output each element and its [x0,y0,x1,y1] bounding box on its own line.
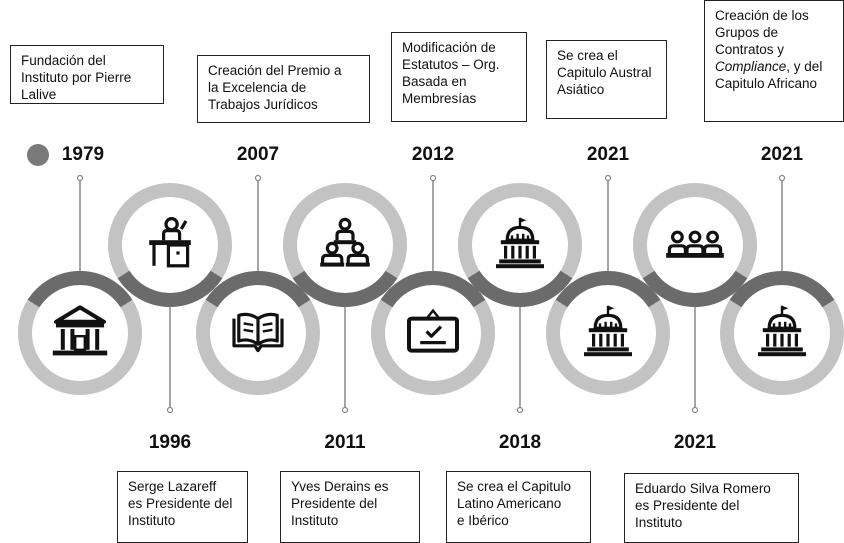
timeline-disc-4 [300,200,390,290]
timeline-band-7 [555,271,661,308]
bottom-event-text-line: Serge Lazareff [128,479,217,494]
top-connector-2-dot [254,174,262,182]
bottom-year-1: 1996 [149,432,191,453]
timeline-disc-1 [35,288,125,378]
timeline-band-4 [292,270,398,307]
top-event-text-line: Se crea el [557,48,618,63]
top-event-text-line: Capitulo Africano [715,76,818,91]
timeline-band-1 [27,271,133,308]
top-event-text-line: Grupos de [715,25,779,40]
top-event-text-line: Lalive [21,87,57,102]
top-connector-1-dot [76,174,84,182]
top-year-5: 2021 [761,144,804,165]
bottom-event-text-line: Latino Americano [457,496,562,511]
bottom-connector-2-dot [341,406,349,414]
top-year-4: 2021 [587,144,630,165]
top-connector-5-dot [778,174,786,182]
bottom-event-text-line: Yves Derains es [291,479,389,494]
top-event-text-line: Fundación del [21,53,106,68]
top-event-text-line: Contratos y [715,42,785,57]
bottom-connector-3-dot [516,406,524,414]
timeline-band-5 [380,271,486,308]
top-year-2: 2007 [237,144,279,165]
top-event-text-line: Estatutos – Org. [402,57,500,72]
timeline-disc-7 [563,288,653,378]
timeline-band-6 [467,270,573,307]
top-event-text-line: la Excelencia de [208,80,307,95]
top-event-text-line: Compliance, y del [715,59,823,74]
bottom-event-text-line: es Presidente del [128,496,233,511]
bottom-connector-1-dot [166,406,174,414]
top-event-box-3: Modificación de Estatutos – Org. Basada en… [391,32,527,122]
bottom-event-text-line: e Ibérico [457,513,509,528]
bottom-event-text-line: Presidente del [291,496,378,511]
bottom-year-2: 2011 [324,432,366,453]
top-connector-4-dot [604,174,612,182]
timeline-disc-9 [737,288,827,378]
bottom-event-text-line: Instituto [128,513,176,528]
top-event-text-line: Basada en [402,74,467,89]
bottom-event-text-line: Instituto [635,515,683,530]
timeline-band-2 [117,270,223,307]
top-connector-3-dot [429,174,437,182]
top-event-text-line: Asiático [557,82,605,97]
top-event-text-line: Creación de los [715,8,809,23]
top-event-text-line: Instituto por Pierre [21,70,132,85]
bottom-connector-4-dot [691,406,699,414]
top-event-text-line: Trabajos Jurídicos [208,97,318,112]
top-event-text-line: Capitulo Austral [557,65,652,80]
timeline-band-8 [642,270,748,307]
start-dot [27,144,49,166]
top-event-box-2: Creación del Premio a la Excelencia de Tra… [197,55,370,123]
bottom-year-3: 2018 [499,432,541,453]
bottom-event-text-line: es Presidente del [635,498,740,513]
timeline-band-3 [205,271,311,308]
top-event-text-line: Creación del Premio a [208,63,342,78]
top-year-3: 2012 [412,144,454,165]
bottom-event-text-line: Eduardo Silva Romero [635,481,771,496]
bottom-year-4: 2021 [674,432,717,453]
bottom-event-text-line: Se crea el Capitulo [457,479,572,494]
top-year-1: 1979 [62,144,104,165]
timeline-disc-6 [475,200,565,290]
bottom-event-text-line: Instituto [291,513,339,528]
top-event-text-line: Membresías [402,91,477,106]
top-event-text-line: Modificación de [402,40,496,55]
timeline-band-9 [729,271,835,308]
